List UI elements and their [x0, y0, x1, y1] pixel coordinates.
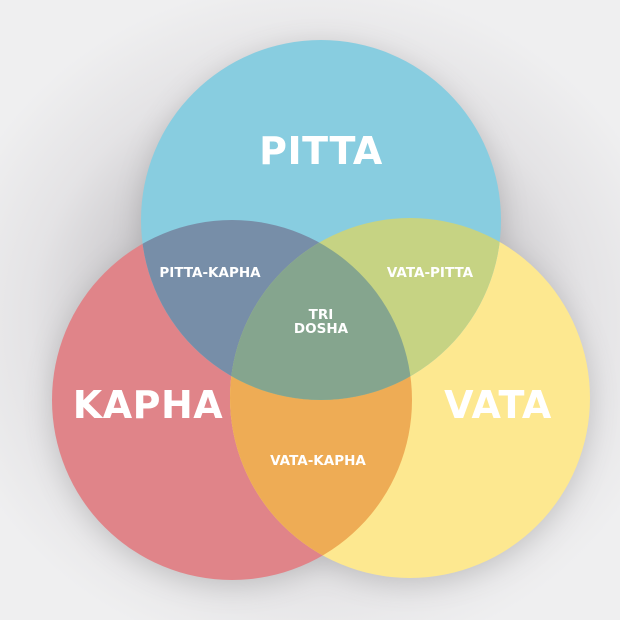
- vata-pitta-label: VATA-PITTA: [386, 264, 474, 281]
- kapha-label: KAPHA: [72, 383, 224, 428]
- tri-dosha-line2: DOSHA: [293, 321, 349, 337]
- pitta-kapha-label: PITTA-KAPHA: [159, 264, 261, 281]
- pitta-label: PITTA: [259, 129, 383, 174]
- vata-kapha-label: VATA-KAPHA: [270, 452, 366, 469]
- vata-label: VATA: [444, 383, 552, 428]
- tri-dosha-label: TRI DOSHA: [293, 306, 349, 337]
- tri-dosha-line1: TRI: [308, 306, 334, 323]
